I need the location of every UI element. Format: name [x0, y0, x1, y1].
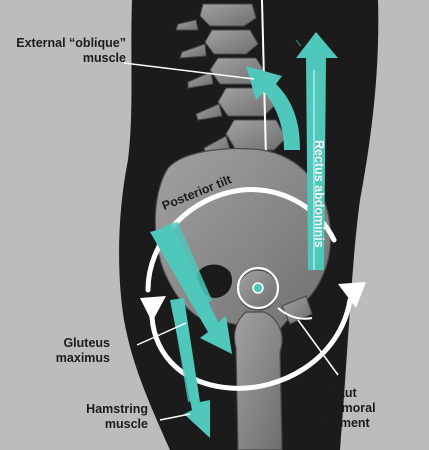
pointer-hamstring: [159, 413, 191, 421]
external-oblique-label-line1: External “oblique”: [16, 36, 126, 50]
gluteus-maximus-arrow: [150, 226, 232, 354]
external-oblique-label: External “oblique” muscle: [2, 36, 126, 66]
pointer-external-oblique: [123, 62, 255, 80]
hamstring-muscle-label: Hamstring muscle: [40, 402, 148, 432]
iliofemoral-ligament: [277, 307, 313, 320]
hip-joint-ring: [236, 266, 280, 310]
rectus-abdominis-label-text: Rectus abdominis: [312, 140, 326, 248]
tilt-arrowhead-right: [338, 282, 366, 308]
gluteus-maximus-label-line2: maximus: [55, 351, 110, 365]
gluteus-maximus-label-line1: Gluteus: [63, 336, 110, 350]
rectus-abdominis-arrow: [295, 32, 338, 270]
hamstring-muscle-label-line1: Hamstring: [86, 402, 148, 416]
hamstring-secondary-arrow: [176, 328, 196, 402]
pointer-gluteus: [136, 322, 187, 346]
tilt-arrowhead-left: [140, 296, 166, 322]
iliofemoral-ligament-label-line2: iliofemoral: [312, 401, 376, 415]
iliofemoral-ligament-label-line3: ligament: [318, 416, 370, 430]
pointer-ligament: [297, 319, 339, 376]
rectus-abdominis-label: Rectus abdominis: [311, 140, 326, 248]
external-oblique-arrow: [246, 66, 300, 150]
hamstring-muscle-label-line2: muscle: [104, 417, 148, 431]
iliofemoral-ligament-label-line1: Taut: [331, 386, 357, 400]
lumbar-spine: [175, 3, 287, 155]
hip-joint-center: [252, 282, 264, 294]
iliofemoral-ligament-label: Taut iliofemoral ligament: [298, 386, 390, 431]
external-oblique-label-line2: muscle: [82, 51, 126, 65]
gluteus-maximus-label: Gluteus maximus: [24, 336, 110, 366]
gluteus-secondary-arrow: [162, 222, 212, 304]
